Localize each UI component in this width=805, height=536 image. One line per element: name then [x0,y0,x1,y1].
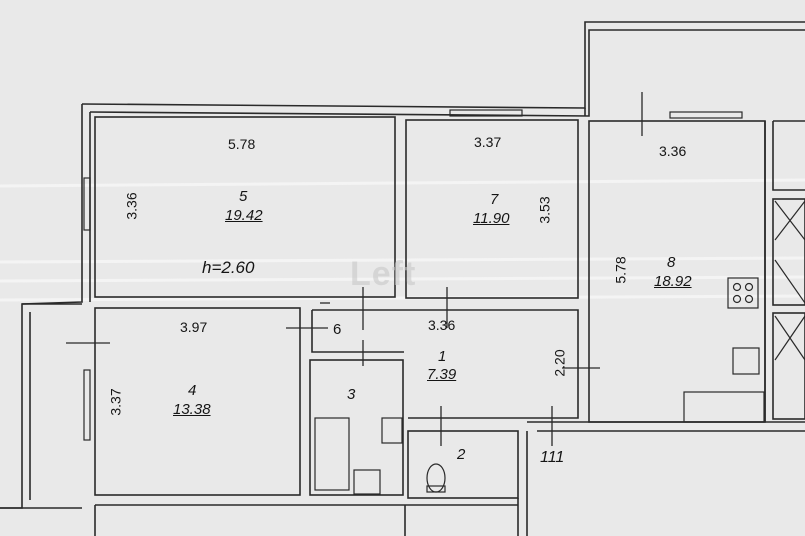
ceiling-height: h=2.60 [202,258,255,277]
kitchen-sink [732,347,760,375]
room-1-number: 1 [438,348,447,365]
counter [683,391,765,423]
washbasin [353,469,381,495]
room-1-area: 7.39 [427,366,457,383]
bathtub [314,417,350,491]
toilet [426,463,446,493]
room-7-width: 3.37 [474,134,502,150]
room-4-width: 3.97 [180,319,208,335]
room-8-height: 5.78 [612,256,629,284]
stove [727,277,759,309]
room-8-area: 18.92 [654,273,692,290]
room-3-number: 3 [347,386,356,403]
room-1-height: 2.20 [551,349,568,377]
room-2-number: 2 [457,446,466,463]
room-5-height: 3.36 [123,192,140,220]
room-8-width: 3.36 [659,143,687,159]
room-1-width: 3.36 [428,317,456,333]
room-5-area: 19.42 [225,207,263,224]
room-6-number: 6 [333,321,342,338]
door-markers [66,92,643,446]
windows [83,109,743,441]
scan-bands [0,178,805,302]
watermark: Left [350,255,417,293]
room-7-number: 7 [490,191,499,208]
room-4-area: 13.38 [173,401,211,418]
stair-label: 111 [540,449,565,466]
room-4-height: 3.37 [107,388,124,416]
fixtures [314,200,805,495]
room-4-number: 4 [188,382,197,399]
room-8-number: 8 [667,254,676,271]
room-5-width: 5.78 [228,136,256,152]
room-7-height: 3.53 [536,196,553,224]
sink [381,417,403,444]
room-7-area: 11.90 [473,210,510,227]
room-5-number: 5 [239,188,248,205]
